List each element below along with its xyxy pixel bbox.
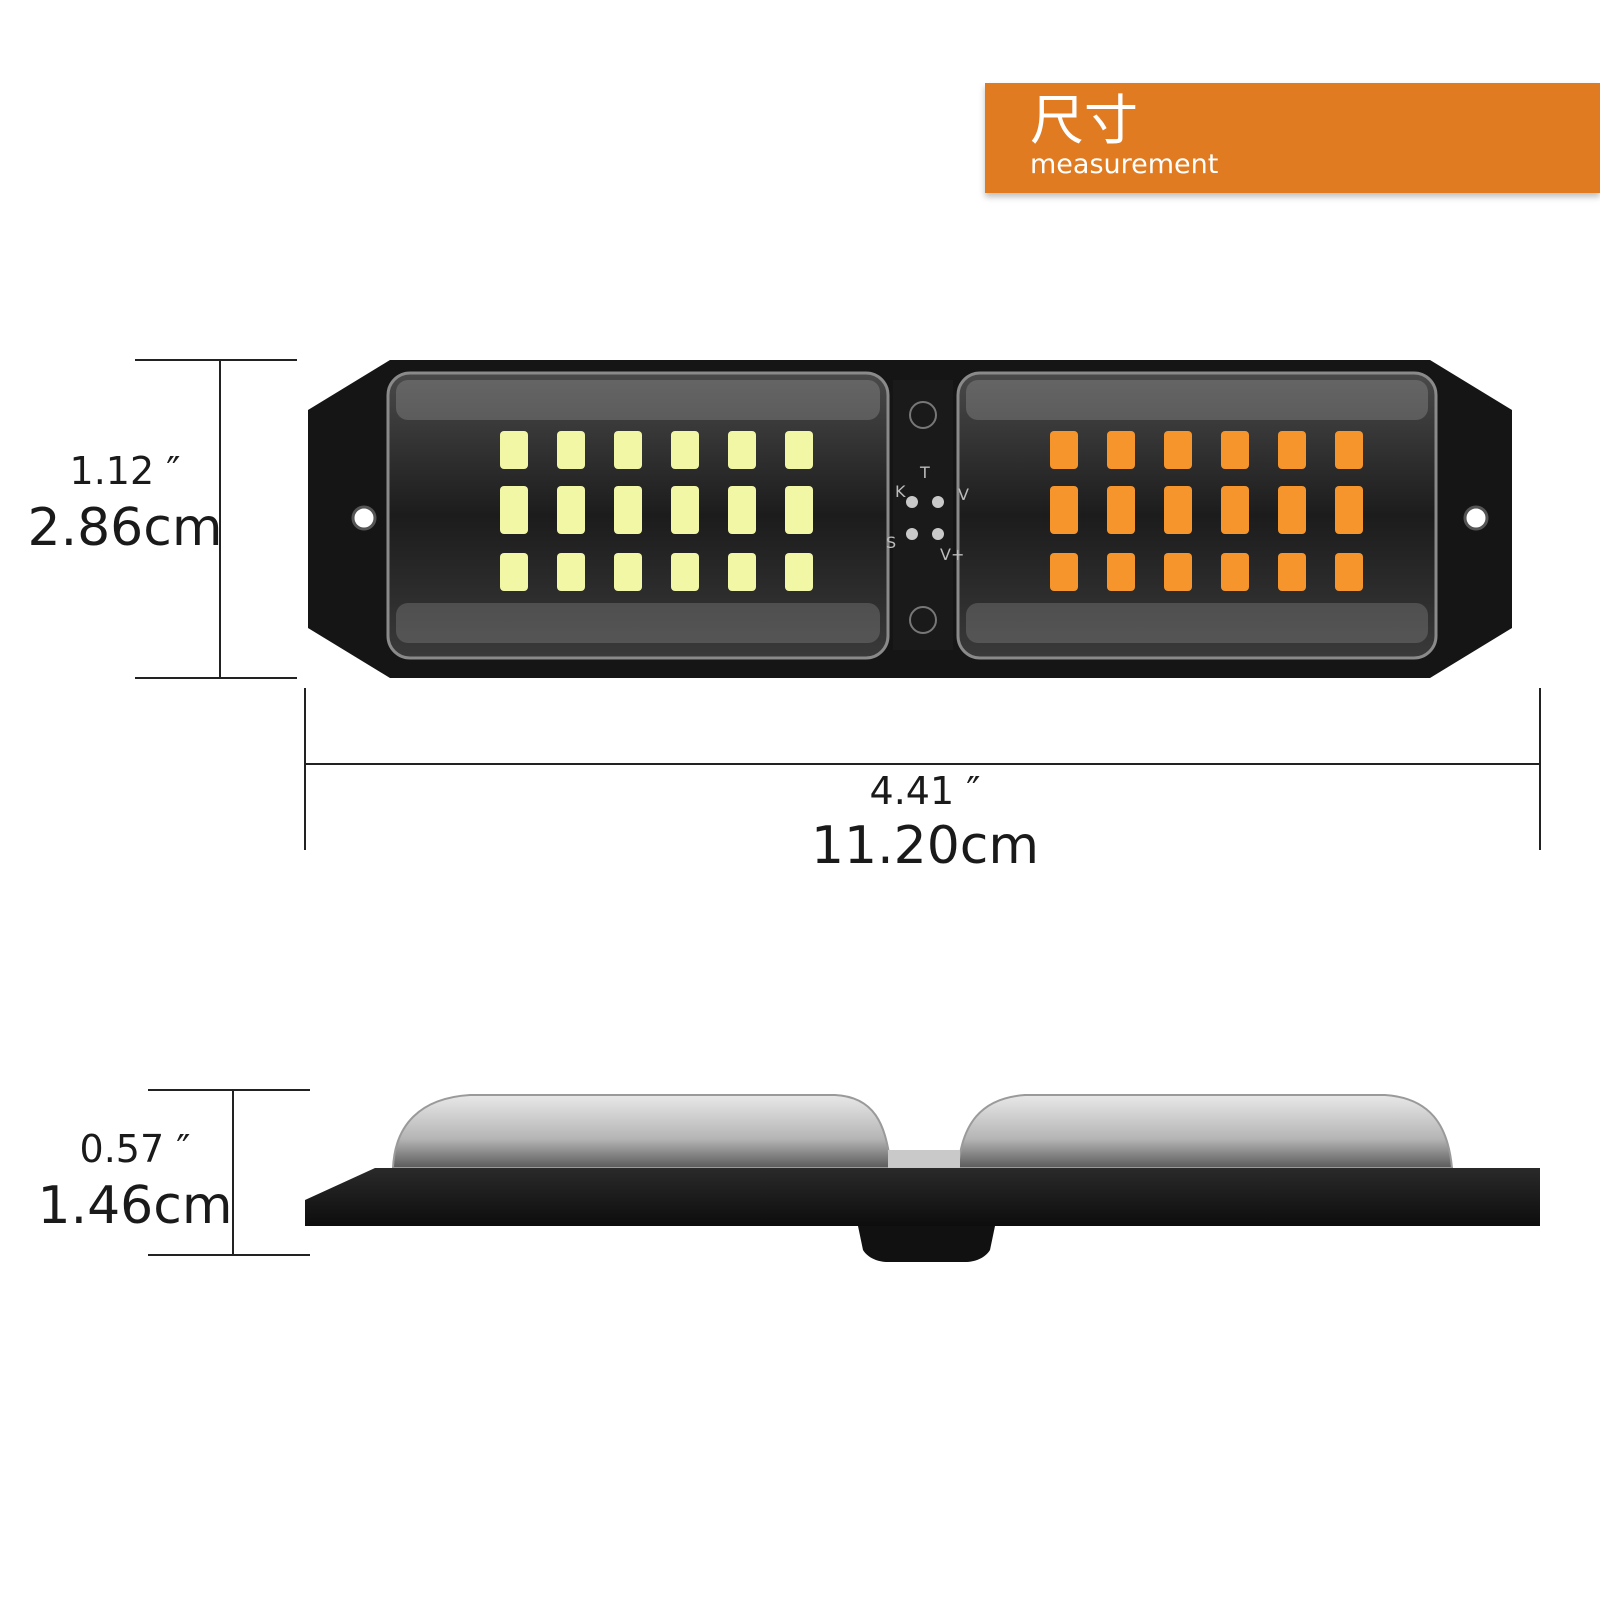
top-view-light: K T V S V+ [308,360,1512,678]
height-inches-label: 1.12 ″ [69,449,181,493]
white-led-array [500,431,813,591]
amber-led [1278,553,1306,591]
pcb-pad-1 [906,496,918,508]
depth-cm-label: 1.46cm [37,1176,233,1236]
amber-led [1221,553,1249,591]
white-led [671,486,699,534]
amber-led [1164,486,1192,534]
side-base [305,1168,1540,1226]
amber-led [1221,486,1249,534]
pcb-pad-4 [932,528,944,540]
amber-led [1050,486,1078,534]
white-led [500,553,528,591]
white-led [785,431,813,469]
amber-led [1278,486,1306,534]
side-lens-right [956,1094,1454,1169]
depth-dimension-lines [148,1089,310,1256]
header-subtitle: measurement [1030,149,1219,180]
white-led [785,486,813,534]
width-inches-label: 4.41 ″ [869,769,981,813]
lens-bottom-rim-right [966,603,1428,643]
amber-led-array [1050,431,1363,591]
header-title: 尺寸 [1030,89,1138,152]
side-connector [858,1226,995,1262]
pcb-circle-top [909,401,937,429]
amber-led [1107,431,1135,469]
center-pcb [893,380,953,650]
white-led [614,431,642,469]
white-led [728,553,756,591]
amber-led [1164,431,1192,469]
amber-led [1107,486,1135,534]
amber-led [1164,553,1192,591]
amber-led [1050,431,1078,469]
side-lens-bridge [888,1150,960,1170]
white-led [728,431,756,469]
white-led [500,486,528,534]
side-view-light [305,1094,1540,1262]
white-led [614,553,642,591]
pcb-mark-vplus: V+ [940,545,964,564]
white-led [728,486,756,534]
mount-hole-right [1463,505,1489,531]
side-lens-left [391,1094,891,1169]
amber-led [1221,431,1249,469]
pcb-circle-bottom [909,606,937,634]
white-led [557,431,585,469]
depth-inches-label: 0.57 ″ [79,1127,191,1171]
amber-led [1278,431,1306,469]
pcb-pad-3 [906,528,918,540]
amber-led [1335,553,1363,591]
pcb-mark-v: V [958,485,969,504]
width-cm-label: 11.20cm [810,816,1040,876]
amber-led [1335,486,1363,534]
white-led [557,553,585,591]
white-led [614,486,642,534]
height-cm-label: 2.86cm [27,498,223,558]
pcb-mark-t: T [919,463,930,482]
lens-top-rim-right [966,380,1428,420]
amber-led [1050,553,1078,591]
white-led [671,553,699,591]
white-led [785,553,813,591]
header-badge: 尺寸 measurement [985,83,1600,193]
white-led [671,431,699,469]
width-dimension-lines [304,688,1541,850]
white-led [557,486,585,534]
lens-bottom-rim-left [396,603,880,643]
mount-hole-left [351,505,377,531]
pcb-pad-2 [932,496,944,508]
height-dimension-lines [135,359,297,679]
amber-led [1107,553,1135,591]
pcb-mark-s: S [886,533,896,552]
amber-led [1335,431,1363,469]
pcb-mark-k: K [895,482,906,501]
lens-top-rim-left [396,380,880,420]
white-led [500,431,528,469]
